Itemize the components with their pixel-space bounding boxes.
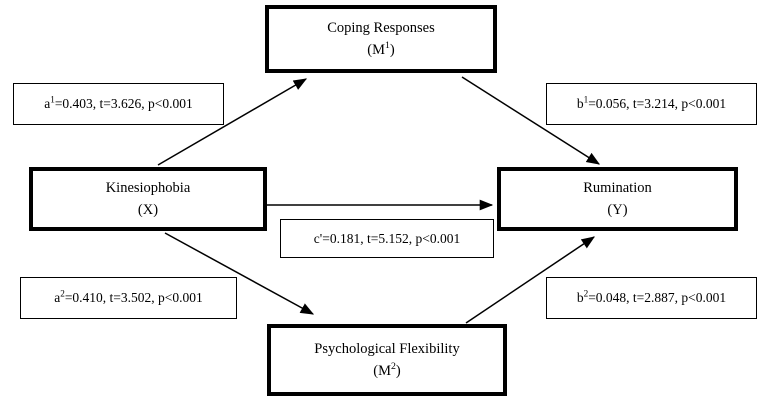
construct-box-coping-responses: Coping Responses (M1) [265,5,497,73]
construct-label-symbol: (M1) [367,40,395,58]
construct-box-psychological-flexibility: Psychological Flexibility (M2) [267,324,507,396]
construct-box-kinesiophobia: Kinesiophobia (X) [29,167,267,231]
construct-label-name: Kinesiophobia [105,179,191,196]
construct-label-name: Coping Responses [327,19,435,36]
construct-box-rumination: Rumination (Y) [497,167,738,231]
construct-label-symbol: (Y) [607,202,628,218]
stat-label-a1: a1=0.403, t=3.626, p<0.001 [44,94,193,111]
construct-label-name: Psychological Flexibility [314,340,460,357]
stat-box-b1: b1=0.056, t=3.214, p<0.001 [546,83,757,125]
stat-label-b2: b2=0.048, t=2.887, p<0.001 [576,288,727,305]
stat-label-a2: a2=0.410, t=3.502, p<0.001 [54,288,203,305]
stat-box-cprime: c'=0.181, t=5.152, p<0.001 [280,219,494,258]
stat-label-cprime: c'=0.181, t=5.152, p<0.001 [313,230,461,246]
construct-label-name: Rumination [583,179,652,196]
construct-label-symbol: (X) [137,202,159,218]
stat-box-a1: a1=0.403, t=3.626, p<0.001 [13,83,224,125]
stat-box-b2: b2=0.048, t=2.887, p<0.001 [546,277,757,319]
construct-label-symbol: (M2) [373,361,401,379]
stat-label-b1: b1=0.056, t=3.214, p<0.001 [576,94,727,111]
stat-box-a2: a2=0.410, t=3.502, p<0.001 [20,277,237,319]
